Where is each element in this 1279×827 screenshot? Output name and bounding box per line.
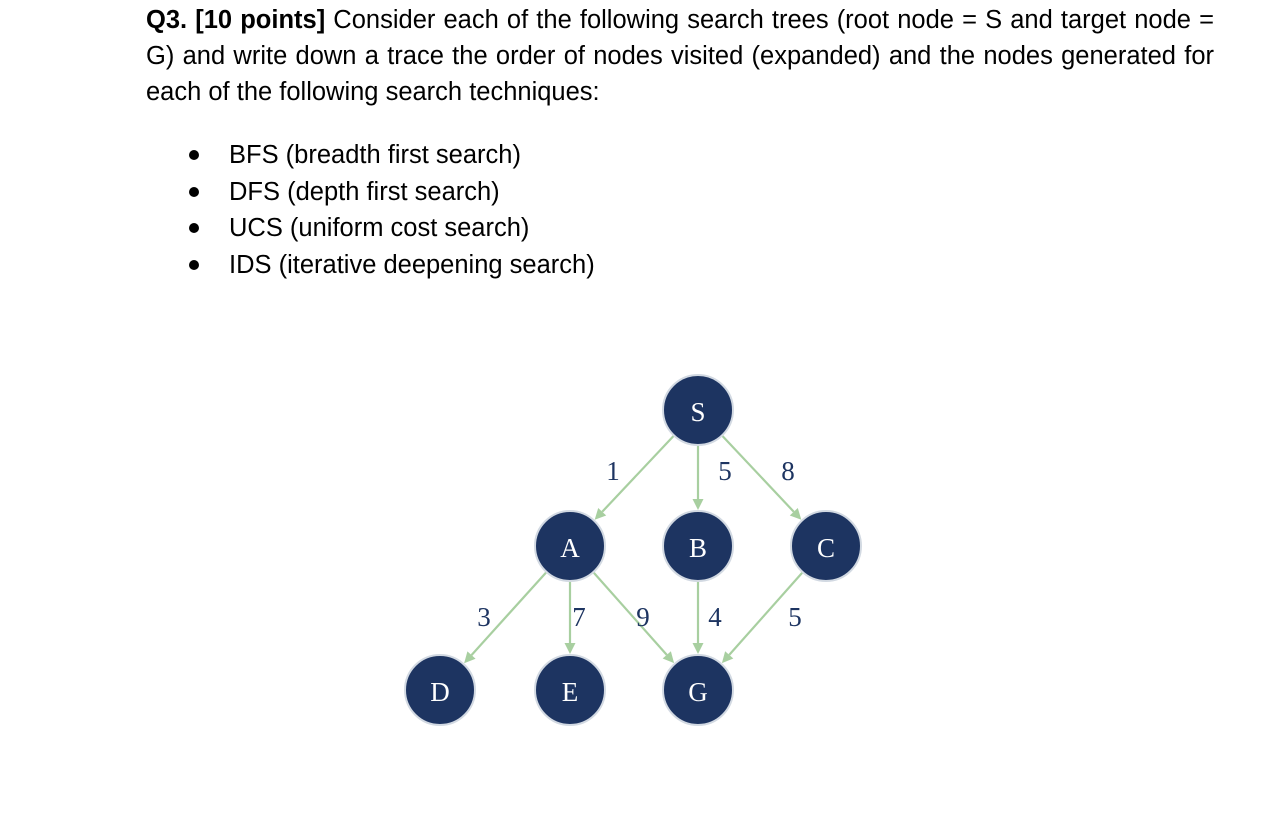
question-text: Q3. [10 points] Consider each of the fol… bbox=[146, 2, 1214, 110]
arrowhead-icon bbox=[692, 499, 704, 510]
edge-weight-c-g: 5 bbox=[788, 602, 802, 632]
node-d: D bbox=[404, 654, 476, 726]
arrowhead-icon bbox=[564, 643, 576, 654]
arrowhead-icon bbox=[692, 643, 704, 654]
edge-weight-a-d: 3 bbox=[477, 602, 491, 632]
arrowhead-icon bbox=[789, 508, 802, 520]
technique-item-ucs: UCS (uniform cost search) bbox=[146, 210, 595, 247]
technique-item-ids: IDS (iterative deepening search) bbox=[146, 247, 595, 284]
technique-label: UCS (uniform cost search) bbox=[229, 214, 530, 242]
node-b: B bbox=[662, 510, 734, 582]
node-circle bbox=[662, 510, 734, 582]
edge-weight-a-e: 7 bbox=[572, 602, 586, 632]
arrowhead-icon bbox=[594, 508, 607, 520]
edge-s-a bbox=[601, 434, 675, 513]
node-circle bbox=[534, 654, 606, 726]
node-a: A bbox=[534, 510, 606, 582]
question-body: Consider each of the following search tr… bbox=[146, 6, 1214, 106]
node-label: S bbox=[690, 397, 705, 427]
node-circle bbox=[534, 510, 606, 582]
bullet-icon bbox=[189, 186, 199, 197]
technique-label: BFS (breadth first search) bbox=[229, 141, 521, 169]
node-label: B bbox=[689, 533, 707, 563]
arrowhead-icon bbox=[464, 651, 476, 664]
node-s: S bbox=[662, 374, 734, 446]
technique-item-dfs: DFS (depth first search) bbox=[146, 174, 595, 211]
edge-c-g bbox=[728, 571, 804, 656]
question-label: Q3. [10 points] bbox=[146, 6, 326, 34]
node-label: C bbox=[817, 533, 835, 563]
node-label: D bbox=[430, 677, 450, 707]
technique-list: BFS (breadth first search) DFS (depth fi… bbox=[146, 137, 595, 283]
edge-s-c bbox=[721, 434, 795, 513]
edge-weight-a-g: 9 bbox=[636, 602, 650, 632]
node-label: E bbox=[562, 677, 579, 707]
edge-a-g bbox=[592, 571, 668, 656]
node-c: C bbox=[790, 510, 862, 582]
bullet-icon bbox=[189, 259, 199, 270]
bullet-icon bbox=[189, 150, 199, 160]
node-e: E bbox=[534, 654, 606, 726]
technique-label: IDS (iterative deepening search) bbox=[229, 250, 595, 279]
technique-item-bfs: BFS (breadth first search) bbox=[146, 137, 595, 174]
edge-weight-b-g: 4 bbox=[708, 602, 722, 632]
arrowhead-icon bbox=[721, 651, 734, 664]
edge-weight-s-c: 8 bbox=[781, 456, 795, 486]
node-circle bbox=[790, 510, 862, 582]
node-label: A bbox=[560, 533, 580, 563]
edge-weight-s-a: 1 bbox=[606, 456, 620, 486]
edge-a-d bbox=[470, 571, 548, 656]
node-circle bbox=[662, 374, 734, 446]
node-circle bbox=[404, 654, 476, 726]
node-circle bbox=[662, 654, 734, 726]
edge-weight-s-b: 5 bbox=[718, 456, 732, 486]
bullet-icon bbox=[189, 223, 199, 233]
technique-label: DFS (depth first search) bbox=[229, 177, 500, 206]
node-label: G bbox=[688, 677, 708, 707]
node-g: G bbox=[662, 654, 734, 726]
arrowhead-icon bbox=[662, 651, 675, 664]
